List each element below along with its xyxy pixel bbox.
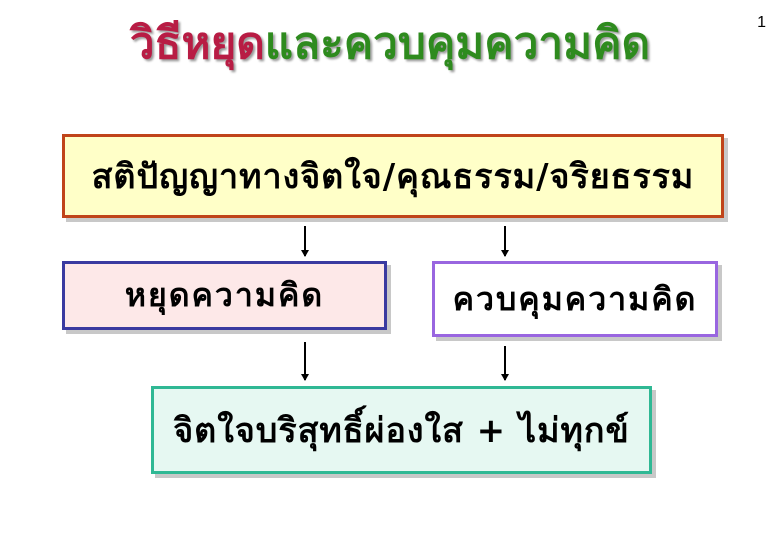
page-number: 1 xyxy=(757,14,766,31)
stop-thinking-label: หยุดความคิด xyxy=(124,276,325,314)
stop-thinking-box: หยุดความคิด xyxy=(62,261,387,330)
title-part-control: และควบคุมความคิด xyxy=(264,18,651,69)
title-part-stop: วิธีหยุด xyxy=(129,18,265,69)
wisdom-morality-box: สติปัญญาทางจิตใจ/คุณธรรม/จริยธรรม xyxy=(62,134,724,218)
pure-mind-label: จิตใจบริสุทธิ์ผ่องใส + ไม่ทุกข์ xyxy=(173,411,630,451)
pure-mind-box: จิตใจบริสุทธิ์ผ่องใส + ไม่ทุกข์ xyxy=(151,386,652,474)
slide-title: วิธีหยุดและควบคุมความคิด xyxy=(0,14,780,74)
control-thinking-label: ควบคุมความคิด xyxy=(452,279,698,318)
control-thinking-box: ควบคุมความคิด xyxy=(432,261,718,337)
wisdom-morality-label: สติปัญญาทางจิตใจ/คุณธรรม/จริยธรรม xyxy=(91,157,695,197)
